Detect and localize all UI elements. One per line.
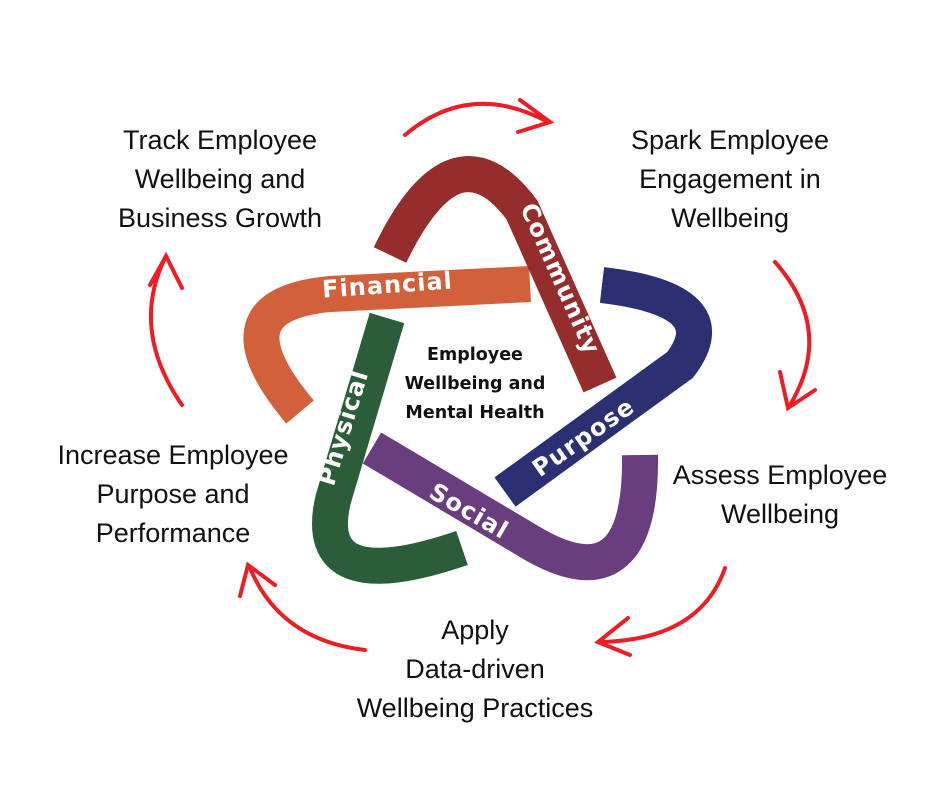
step-line: Business Growth — [117, 203, 323, 233]
cycle-arrow-spark-to-assess — [773, 260, 812, 407]
band-purpose — [494, 267, 712, 507]
step-line: Spark Employee — [630, 125, 830, 155]
step-line: Engagement in — [639, 164, 821, 194]
step-line: Apply — [441, 615, 509, 645]
step-line: Track Employee — [122, 125, 318, 155]
arrowhead — [516, 98, 555, 134]
step-line: Wellbeing — [670, 203, 790, 233]
band-physical — [312, 312, 468, 584]
step-line: Wellbeing — [720, 499, 840, 529]
cycle-arrow-increase-to-track — [148, 256, 184, 407]
center-line: Wellbeing and — [404, 374, 546, 394]
band-financial — [243, 266, 531, 424]
step-line: Purpose and — [96, 479, 250, 509]
cycle-arrow-apply-to-increase — [248, 566, 367, 652]
center-line: Employee — [427, 345, 523, 365]
band-social — [362, 432, 659, 580]
step-line: Increase Employee — [57, 440, 289, 470]
arrowhead — [238, 561, 277, 598]
arrowhead — [148, 251, 184, 290]
step-line: Wellbeing and — [134, 164, 306, 194]
cycle-arrow-assess-to-apply — [598, 566, 727, 644]
center-line: Mental Health — [405, 403, 545, 423]
step-line: Data-driven — [405, 654, 545, 684]
band-community — [373, 156, 617, 393]
step-line: Assess Employee — [672, 460, 888, 490]
step-line: Performance — [95, 518, 251, 548]
step-spark: Spark Employee Engagement in Wellbeing — [595, 121, 865, 238]
center-title: Employee Wellbeing and Mental Health — [385, 341, 565, 428]
arrowhead — [778, 370, 817, 412]
cycle-arrow-track-to-spark — [403, 101, 550, 137]
step-increase: Increase Employee Purpose and Performanc… — [38, 436, 308, 553]
step-apply: Apply Data-driven Wellbeing Practices — [330, 611, 620, 728]
step-track: Track Employee Wellbeing and Business Gr… — [90, 121, 350, 238]
step-line: Wellbeing Practices — [356, 693, 594, 723]
step-assess: Assess Employee Wellbeing — [655, 456, 905, 534]
arrowhead — [594, 616, 632, 657]
